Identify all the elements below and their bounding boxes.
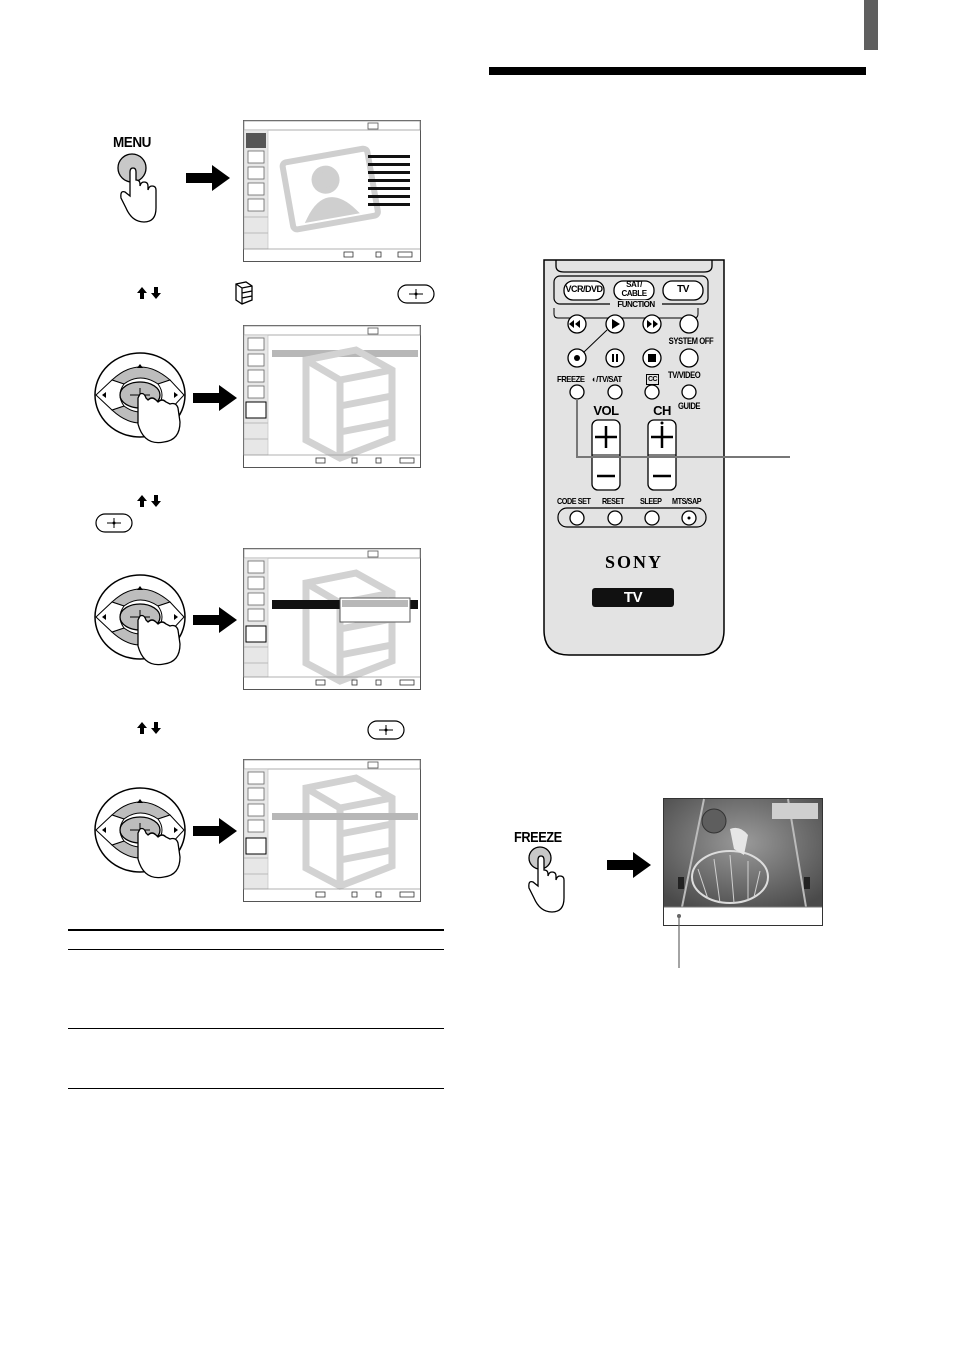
remote-tv-button[interactable]: TV: [677, 284, 689, 295]
freeze-button-label: FREEZE: [514, 829, 562, 846]
right-arrow-icon: [193, 385, 237, 411]
tv-menu-screen-picture: [243, 120, 421, 262]
right-arrow-icon: [193, 607, 237, 633]
callout-line: [677, 914, 681, 968]
remote-control: VCR/DVD SAT/ CABLE TV FUNCTION SYSTEM OF…: [543, 259, 790, 656]
menu-button-label: MENU: [113, 134, 151, 151]
remote-cable-label: CABLE: [621, 289, 647, 298]
remote-ch-label: CH: [653, 403, 671, 418]
joystick-icon: [94, 787, 186, 879]
enter-button-icon: [95, 513, 133, 533]
remote-vol-label: VOL: [593, 403, 619, 418]
remote-tv-sat-text: /TV/SAT: [596, 374, 622, 384]
joystick-icon: [94, 352, 186, 444]
freeze-button-hand-icon: [528, 846, 565, 913]
enter-button-icon: [397, 284, 435, 304]
right-arrow-icon: [186, 165, 230, 191]
setup-menu-icon: [235, 281, 253, 305]
tv-setup-screen: [243, 325, 421, 468]
joystick-icon: [94, 574, 186, 666]
remote-freeze-label: FREEZE: [557, 374, 585, 384]
remote-guide-label: GUIDE: [678, 401, 701, 411]
remote-function-label: FUNCTION: [610, 300, 662, 309]
remote-system-off-label: SYSTEM OFF: [668, 336, 714, 346]
up-down-arrows-icon: [137, 722, 161, 734]
remote-tv-video-label: TV/VIDEO: [668, 370, 701, 380]
frozen-picture-screen: [663, 798, 823, 926]
remote-code-set-label: CODE SET: [557, 496, 591, 506]
table-rule-top: [68, 929, 444, 931]
right-arrow-icon: [193, 818, 237, 844]
up-down-arrows-icon: [137, 495, 161, 507]
page-tab: [864, 0, 878, 50]
remote-mts-sap-label: MTS/SAP: [672, 496, 702, 506]
tv-setup-option-screen: [243, 548, 421, 690]
remote-cc-label: CC: [646, 374, 660, 385]
up-down-arrows-icon: [137, 287, 161, 299]
remote-vcr-dvd-button[interactable]: VCR/DVD: [565, 284, 603, 294]
enter-button-icon: [367, 720, 405, 740]
table-rule-row: [68, 1028, 444, 1029]
table-rule-bottom: [68, 1088, 444, 1089]
remote-sleep-label: SLEEP: [640, 496, 662, 506]
right-arrow-icon: [607, 852, 651, 878]
sony-logo: SONY: [604, 552, 663, 572]
menu-button-hand-icon: [117, 153, 157, 223]
basketball-photo: [664, 798, 822, 925]
remote-tv-badge: TV: [623, 589, 643, 606]
remote-tv-sat-label: ◐/TV/SAT: [592, 374, 622, 384]
tv-setup-result-screen: [243, 759, 421, 902]
remote-reset-label: RESET: [602, 496, 624, 506]
remote-sat-label: SAT/: [626, 280, 642, 289]
section-rule: [489, 67, 866, 75]
remote-tv-sat-icon: ◐: [592, 374, 597, 384]
remote-sat-cable-button[interactable]: SAT/ CABLE: [614, 280, 654, 298]
table-rule-header: [68, 949, 444, 950]
